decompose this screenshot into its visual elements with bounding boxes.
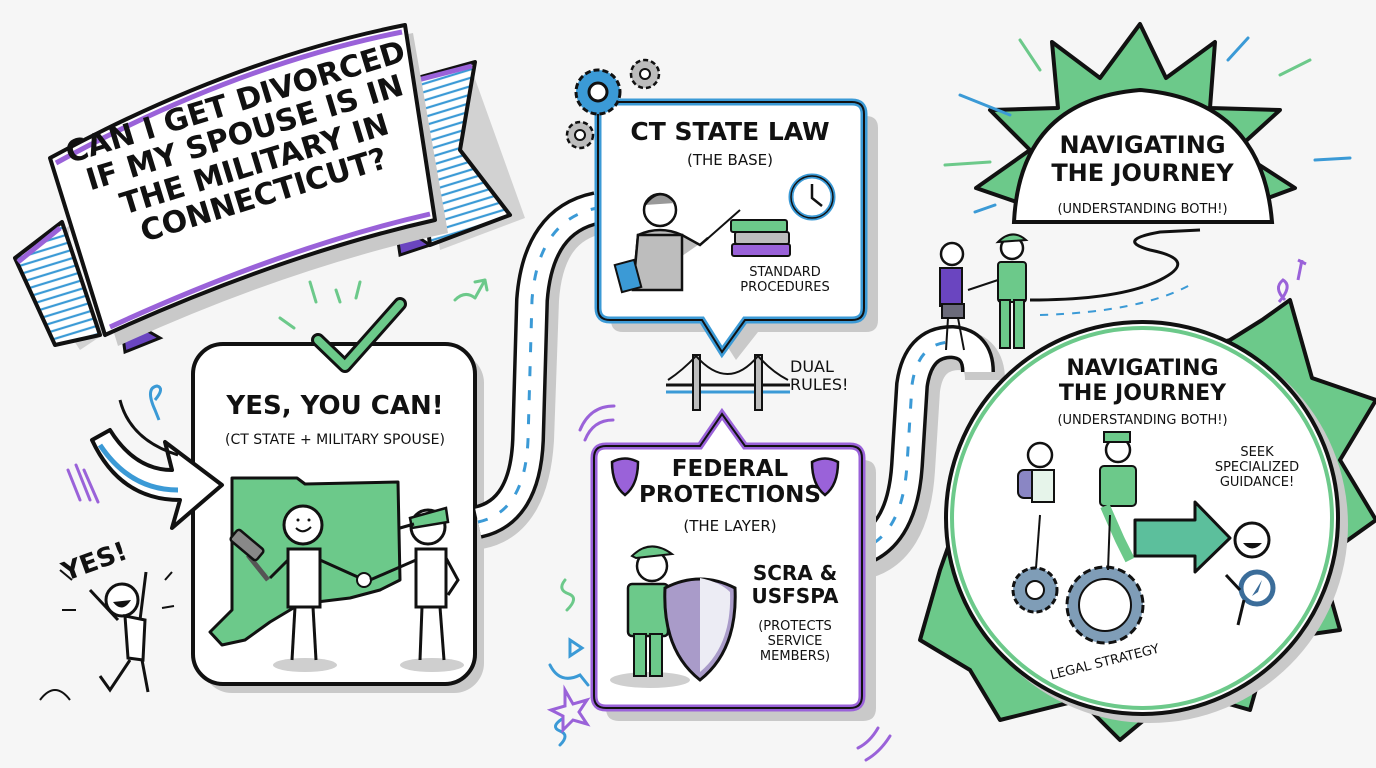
- guide-with-compass-icon: [1224, 521, 1276, 626]
- journey-top-starburst: [943, 22, 1352, 224]
- couple-figures-icon: [939, 233, 1029, 351]
- winding-road-right: [847, 324, 1005, 580]
- federal-laws: SCRA & USFSPA: [740, 562, 850, 608]
- journey-bottom-circle: [918, 298, 1376, 742]
- doodles-icon: [453, 278, 575, 612]
- caption-line: PROCEDURES: [740, 279, 830, 295]
- guidance-line: SPECIALIZED: [1214, 459, 1300, 475]
- journey-path-icon: [939, 228, 1201, 351]
- guidance-line: SEEK: [1240, 445, 1274, 460]
- heading-line: NAVIGATING: [1066, 356, 1219, 381]
- motion-lines-icon: [66, 463, 100, 504]
- law-line: USFSPA: [751, 584, 839, 608]
- unicycle-riders-icon: [1011, 431, 1145, 645]
- yes-subheading: (CT STATE + MILITARY SPOUSE): [225, 432, 445, 448]
- federal-note: (PROTECTS SERVICE MEMBERS): [740, 619, 850, 665]
- standard-procedures-label: STANDARD PROCEDURES: [715, 265, 855, 296]
- forward-arrow-icon: [1133, 500, 1232, 574]
- military-spouse-figure-icon: [369, 506, 464, 672]
- journey-top-subheading: (UNDERSTANDING BOTH!): [1057, 202, 1228, 217]
- federal-heading: FEDERAL PROTECTIONS: [630, 456, 830, 509]
- caption-line: STANDARD: [749, 265, 821, 280]
- title-banner: [13, 23, 525, 355]
- gears-icon: [565, 58, 661, 150]
- shield-icon: [810, 457, 840, 497]
- clock-icon: [788, 173, 836, 221]
- label-line: RULES!: [790, 375, 849, 395]
- federal-panel: [590, 407, 876, 721]
- yes-heading: YES, YOU CAN!: [226, 391, 444, 421]
- seek-guidance-label: SEEK SPECIALIZED GUIDANCE!: [1192, 445, 1322, 491]
- note-line: SERVICE: [767, 633, 823, 649]
- note-line: MEMBERS): [759, 648, 831, 664]
- shield-icon: [610, 457, 640, 497]
- heading-line: THE JOURNEY: [1058, 381, 1227, 407]
- label-line: DUAL: [790, 357, 834, 376]
- journey-bottom-subheading: (UNDERSTANDING BOTH!): [1057, 413, 1228, 428]
- gavel-icon: [229, 528, 270, 582]
- handshake-icon: [356, 572, 372, 588]
- guidance-line: GUIDANCE!: [1219, 474, 1295, 490]
- cheering-figure-icon: [39, 569, 175, 701]
- sparkle-icon: [546, 684, 591, 734]
- dual-rules-label: DUAL RULES!: [790, 357, 870, 395]
- judge-figure-icon: [229, 504, 361, 672]
- law-line: SCRA &: [752, 561, 838, 585]
- bridge-icon: [666, 354, 790, 411]
- journey-top-heading: NAVIGATING THE JOURNEY: [1020, 131, 1265, 187]
- curved-arrow-icon: [90, 384, 224, 530]
- heading-line: PROTECTIONS: [638, 482, 821, 509]
- soldier-figure-icon: [610, 545, 690, 688]
- squiggle-arrow-icon: [1277, 258, 1307, 303]
- state-law-heading: CT STATE LAW: [630, 117, 830, 146]
- books-icon: [730, 219, 791, 257]
- note-line: (PROTECTS: [758, 619, 832, 634]
- yes-panel: [191, 280, 484, 693]
- heading-line: NAVIGATING: [1059, 131, 1226, 159]
- state-law-panel: [565, 58, 878, 360]
- lawyer-figure-icon: [613, 192, 741, 294]
- heading-line: THE JOURNEY: [1051, 158, 1234, 187]
- heading-line: FEDERAL: [671, 456, 789, 482]
- federal-subheading: (THE LAYER): [683, 517, 777, 535]
- journey-bottom-heading: NAVIGATING THE JOURNEY: [1020, 356, 1265, 407]
- state-law-subheading: (THE BASE): [687, 151, 773, 169]
- winding-road-left: [473, 191, 605, 549]
